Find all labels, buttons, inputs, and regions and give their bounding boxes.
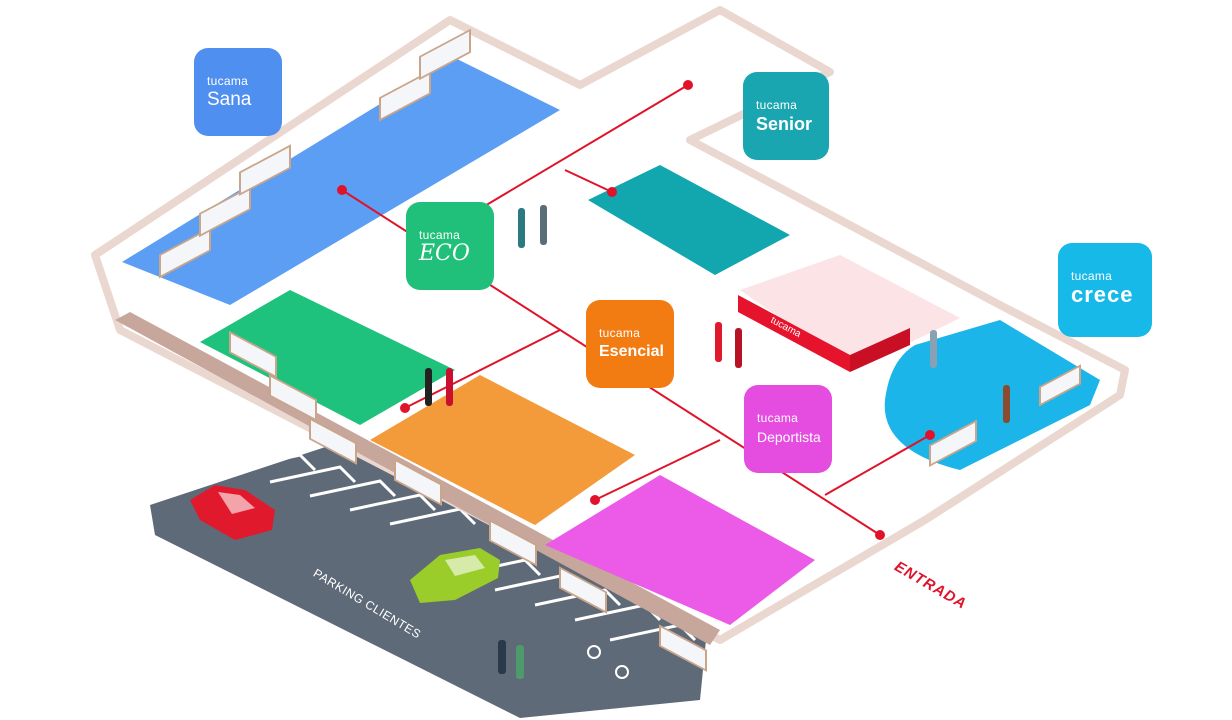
brand-wordmark: tucama [599, 326, 641, 340]
green-car [410, 548, 500, 603]
zone-floor-crece [884, 320, 1100, 470]
red-car [190, 485, 275, 540]
zone-name: Senior [756, 114, 813, 134]
zone-floor-senior [588, 165, 790, 275]
zone-floor-deportista [545, 475, 815, 625]
zone-floor-esencial [370, 375, 635, 525]
zone-floor-sana [122, 58, 560, 305]
brand-wordmark: tucama [419, 228, 461, 242]
zone-floor-eco [200, 290, 455, 425]
brand-wordmark: tucama [207, 74, 249, 88]
reception-desk: tucama [738, 255, 960, 372]
zone-name: Sana [207, 89, 252, 110]
people [425, 205, 1010, 679]
zone-name: Esencial [599, 343, 664, 360]
brand-wordmark: tucama [757, 411, 799, 425]
beds [159, 28, 1081, 672]
zone-name: crece [1071, 282, 1134, 307]
zone-label-senior[interactable]: tucama Senior [743, 72, 829, 160]
zone-label-sana[interactable]: tucama Sana [194, 48, 282, 136]
brand-wordmark: tucama [1071, 269, 1113, 283]
accessible-parking-icon [587, 645, 629, 679]
brand-wordmark: tucama [756, 98, 798, 112]
zone-label-eco[interactable]: tucama ECO [406, 202, 494, 290]
zone-name: Deportista [757, 429, 821, 445]
zone-label-crece[interactable]: tucama crece [1058, 243, 1152, 337]
zone-label-esencial[interactable]: tucama Esencial [586, 300, 674, 388]
zone-label-deportista[interactable]: tucama Deportista [744, 385, 832, 473]
zone-name: ECO [419, 241, 470, 266]
